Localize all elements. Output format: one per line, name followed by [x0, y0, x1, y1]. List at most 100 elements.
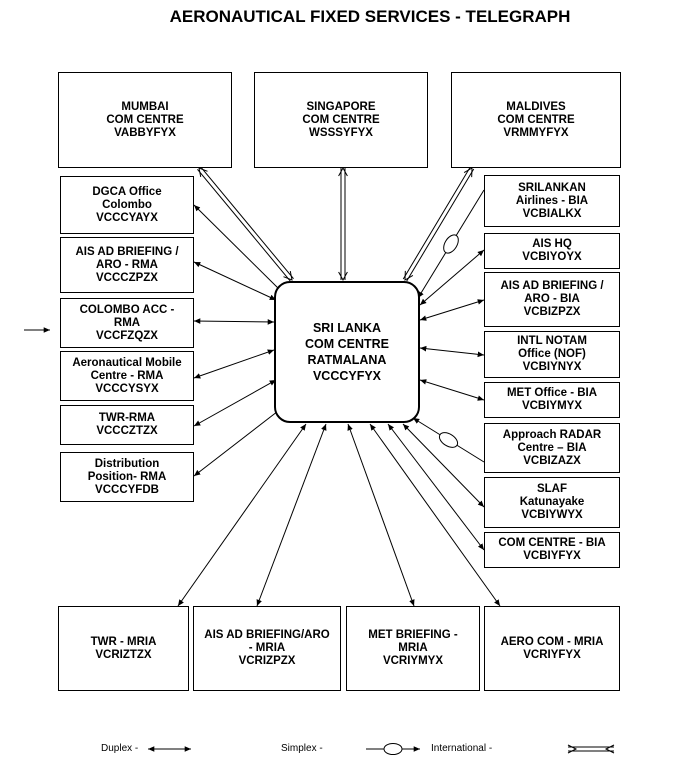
station-line: VCRIYFYX [523, 648, 581, 661]
link-intl-notam-duplex [419, 345, 485, 358]
station-line: VCBIYFYX [523, 550, 581, 562]
station-line: VCBIYNYX [522, 361, 582, 373]
legend-duplex-label: Duplex - [101, 743, 139, 754]
link-ais-bia-duplex [419, 299, 485, 321]
station-line: VCCCYAYX [96, 211, 158, 224]
station-line: SLAF [536, 483, 568, 495]
link-colombo-acc-duplex [193, 318, 275, 325]
station-line: COM CENTRE [302, 113, 380, 126]
station-line: COM CENTRE [497, 113, 575, 126]
station-line: INTL NOTAM [517, 335, 587, 347]
station-line: AIS AD BRIEFING / [75, 245, 179, 258]
station-line: VCBIALKX [522, 207, 582, 220]
station-line: Centre – BIA [517, 441, 587, 454]
station-line: TWR-RMA [98, 412, 156, 424]
station-line: ARO - BIA [524, 293, 580, 305]
station-line: MALDIVES [506, 100, 566, 113]
station-line: DGCA Office [92, 185, 162, 198]
station-line: MUMBAI [121, 100, 169, 113]
station-line: VABBYFYX [114, 126, 176, 139]
station-line: WSSSYFYX [309, 126, 373, 139]
link-ais-hq-duplex [419, 249, 485, 306]
station-line: AIS HQ [532, 238, 572, 250]
station-line: VCCCZPZX [96, 271, 158, 284]
link-aero-mobile-duplex [193, 349, 275, 379]
sri-lanka-com-centre: SRI LANKA COM CENTRE RATMALANA VCCCYFYX [274, 281, 420, 423]
station-line: VCBIYMYX [521, 400, 583, 412]
link-ais-rma-duplex [193, 261, 277, 301]
station-line: COM CENTRE [106, 113, 184, 126]
station-line: VCCCYFDB [95, 483, 159, 496]
link-ais-mria-duplex [256, 423, 327, 607]
station-line: RMA [113, 316, 141, 329]
center-line-2: COM CENTRE [304, 337, 390, 351]
center-line-3: RATMALANA [307, 353, 387, 367]
station-line: SINGAPORE [306, 100, 376, 113]
station-line: AERO COM - MRIA [500, 635, 604, 648]
station-line: COLOMBO ACC - [79, 303, 175, 316]
link-twr-rma-duplex [193, 379, 277, 427]
station-line: VCRIYMYX [382, 655, 444, 667]
station-line: VCBIZAZX [523, 454, 581, 467]
link-aero-mria-duplex [369, 423, 501, 607]
link-mumbai-international [197, 166, 294, 282]
station-line: AIS AD BRIEFING/ARO [204, 629, 330, 641]
link-approach-simplex [412, 417, 485, 463]
station-line: Katunayake [519, 496, 585, 508]
legend-simplex-symbol [366, 743, 420, 755]
diagram-title: AERONAUTICAL FIXED SERVICES - TELEGRAPH [169, 7, 571, 26]
station-line: COM CENTRE - BIA [498, 537, 606, 549]
station-line: TWR - MRIA [90, 635, 157, 648]
link-maldives-international [402, 166, 475, 282]
station-line: ARO - RMA [96, 258, 158, 271]
station-line: - MRIA [248, 642, 286, 654]
link-met-bia-duplex [419, 379, 485, 401]
legend-international-symbol [567, 744, 615, 754]
link-com-bia-duplex [387, 423, 485, 551]
station-line: VCBIYOYX [522, 251, 582, 263]
station-line: VCRIZTZX [95, 648, 152, 661]
station-line: Centre - RMA [90, 369, 164, 382]
station-line: MET BRIEFING - [368, 629, 458, 641]
legend-international-label: International - [431, 743, 493, 754]
station-line: AIS AD BRIEFING / [500, 280, 604, 292]
link-twr-mria-duplex [177, 423, 307, 607]
station-line: VCCCYSYX [95, 382, 159, 395]
station-line: MET Office - BIA [506, 387, 598, 399]
station-line: Office (NOF) [518, 348, 586, 360]
center-line-4: VCCCYFYX [312, 369, 382, 383]
station-line: Distribution [94, 457, 160, 470]
station-line: VCRIZPZX [238, 655, 296, 667]
station-line: VCBIZPZX [523, 306, 581, 318]
link-singapore-international [338, 166, 348, 282]
station-line: Approach RADAR [502, 428, 602, 441]
station-line: VCCCZTZX [96, 425, 158, 437]
station-line: SRILANKAN [518, 181, 586, 194]
link-met-mria-duplex [347, 423, 415, 607]
station-line: Position- RMA [87, 470, 167, 483]
station-line: Colombo [102, 198, 152, 211]
center-line-1: SRI LANKA [312, 321, 382, 335]
station-line: Airlines - BIA [515, 194, 589, 207]
legend-simplex-label: Simplex - [281, 743, 323, 754]
station-line: VCBIYWYX [521, 509, 583, 521]
